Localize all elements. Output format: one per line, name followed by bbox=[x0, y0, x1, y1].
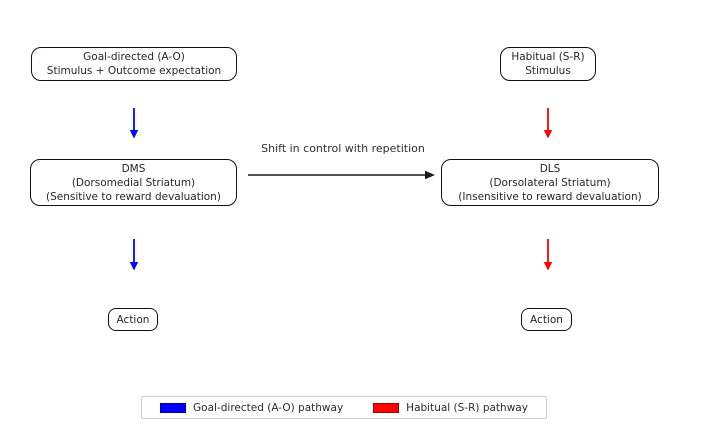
dms-line1: DMS bbox=[121, 162, 146, 175]
habitual-mid-arrow-icon bbox=[543, 239, 553, 271]
action-left-label: Action bbox=[116, 313, 150, 326]
legend-habitual-label: Habitual (S-R) pathway bbox=[406, 401, 528, 414]
dms-line2: (Dorsomedial Striatum) bbox=[71, 176, 196, 189]
action-right-box: Action bbox=[521, 308, 572, 331]
habitual-box: Habitual (S-R) Stimulus bbox=[500, 47, 596, 81]
legend-goal-directed-label: Goal-directed (A-O) pathway bbox=[193, 401, 344, 414]
goal-mid-arrow-icon bbox=[129, 239, 139, 271]
legend-item-habitual: Habitual (S-R) pathway bbox=[373, 402, 528, 414]
habitual-swatch-icon bbox=[373, 402, 400, 413]
goal-directed-box: Goal-directed (A-O) Stimulus + Outcome e… bbox=[31, 47, 237, 81]
goal-directed-line2: Stimulus + Outcome expectation bbox=[46, 65, 222, 77]
habitual-line1: Habitual (S-R) bbox=[511, 51, 585, 63]
action-right-label: Action bbox=[530, 313, 563, 326]
dms-box: DMS (Dorsomedial Striatum) (Sensitive to… bbox=[30, 159, 237, 206]
legend-item-goal-directed: Goal-directed (A-O) pathway bbox=[160, 402, 343, 414]
dls-line1: DLS bbox=[539, 162, 561, 175]
goal-directed-line1: Goal-directed (A-O) bbox=[83, 51, 185, 63]
dls-line2: (Dorsolateral Striatum) bbox=[489, 176, 611, 189]
dls-box: DLS (Dorsolateral Striatum) (Insensitive… bbox=[441, 159, 659, 206]
habitual-top-arrow-icon bbox=[543, 108, 553, 139]
dms-line3: (Sensitive to reward devaluation) bbox=[46, 190, 221, 203]
goal-directed-swatch-icon bbox=[160, 402, 187, 413]
shift-arrow-icon bbox=[248, 170, 435, 180]
legend: Goal-directed (A-O) pathway Habitual (S-… bbox=[141, 396, 547, 419]
goal-top-arrow-icon bbox=[129, 108, 139, 139]
dls-line3: (Insensitive to reward devaluation) bbox=[458, 190, 642, 203]
shift-label: Shift in control with repetition bbox=[261, 142, 425, 155]
habitual-line2: Stimulus bbox=[525, 65, 571, 77]
action-left-box: Action bbox=[108, 308, 158, 331]
